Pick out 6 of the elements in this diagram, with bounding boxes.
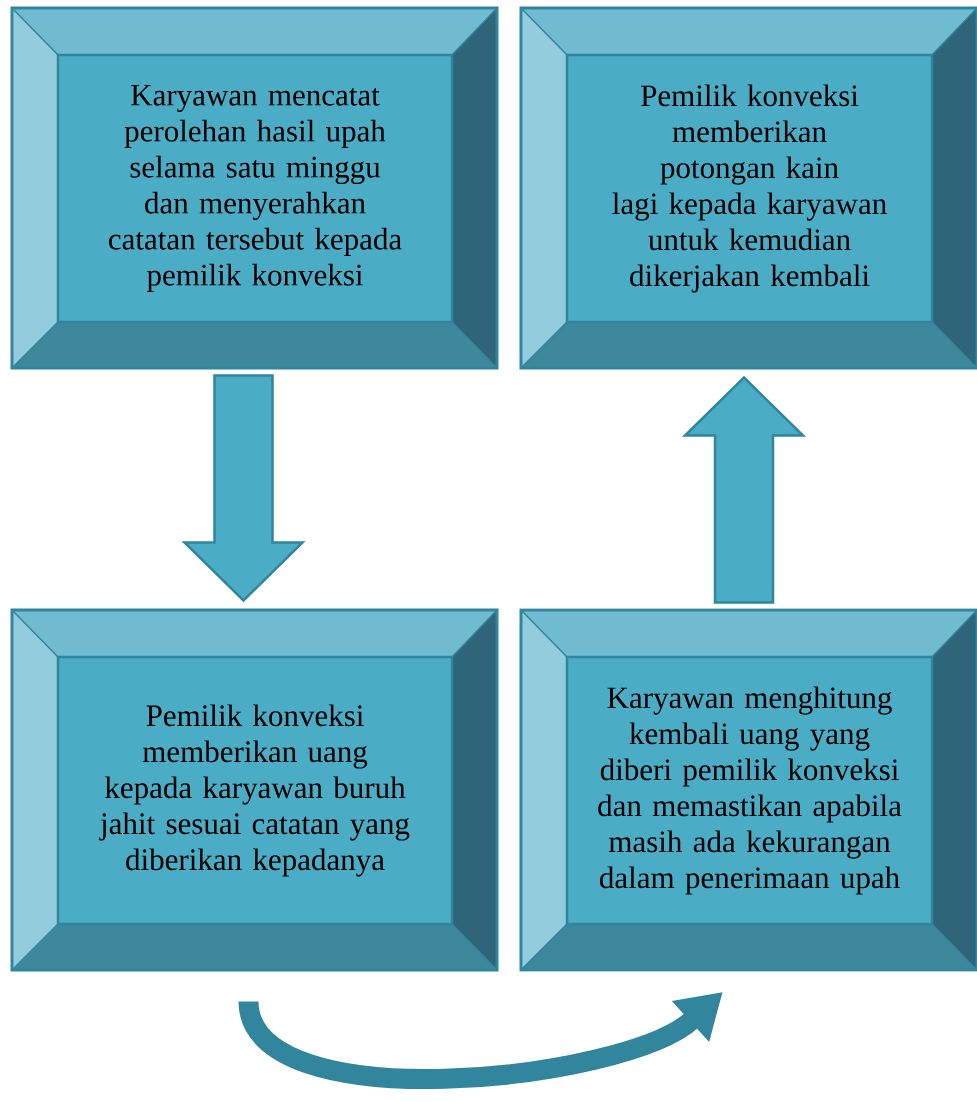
block-arrow	[181, 374, 306, 603]
bevel-box: Pemilik konveksi memberikan potongan kain lagi kepada karyawan untuk kemudian dikerjakan kembali	[519, 6, 977, 370]
bevel-box: Pemilik konveksi memberikan uang kepada karyawan buruh jahit sesuai catatan yang diberikan kepadanya	[10, 608, 499, 972]
bevel-box: Karyawan menghitung kembali uang yang diberi pemilik konveksi dan memastikan apabila masih ada kekurangan dalam penerimaan upah	[519, 608, 977, 972]
bevel-box: Karyawan mencatat perolehan hasil upah selama satu minggu dan menyerahkan catatan tersebut kepada pemilik konveksi	[10, 6, 499, 370]
block-arrow	[681, 375, 807, 604]
